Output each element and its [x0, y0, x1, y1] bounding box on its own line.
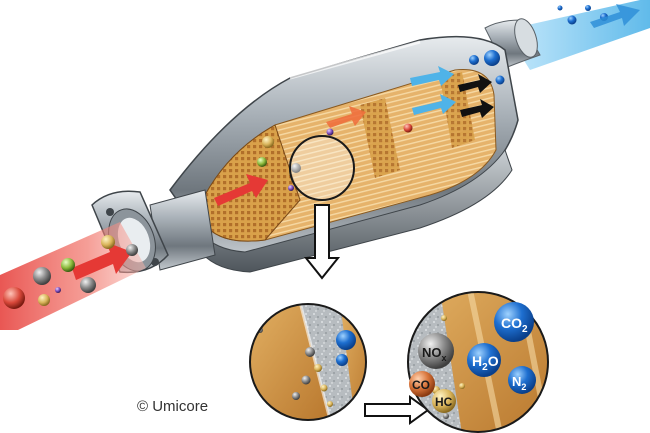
svg-text:H2O: H2O: [472, 353, 499, 373]
co-molecule: CO: [409, 371, 435, 397]
h2o-molecule: H2O: [467, 343, 501, 377]
inlet-flow-arrow: [72, 242, 132, 280]
svg-text:NOx: NOx: [422, 345, 447, 363]
internal-flow-arrows: [214, 66, 494, 206]
zoom-circle-channels: [249, 303, 367, 421]
outlet-flow-arrow: [590, 4, 640, 28]
n2-molecule: N2: [508, 366, 536, 394]
co2-molecule: CO2: [494, 302, 534, 342]
internal-gas-particles: [257, 50, 505, 191]
inlet-flange: [91, 189, 216, 274]
svg-text:CO: CO: [412, 378, 430, 392]
magnifier-lens: [289, 135, 355, 201]
zoom-down-arrow: [303, 204, 341, 280]
hc-molecule: HC: [432, 389, 456, 413]
zoom-right-arrow: [364, 395, 430, 425]
svg-text:CO2: CO2: [501, 315, 528, 335]
svg-text:HC: HC: [435, 395, 453, 409]
nox-molecule: NOx: [418, 333, 454, 369]
svg-text:N2: N2: [512, 374, 526, 392]
raw-exhaust-particles: [3, 235, 138, 309]
copyright-credit: © Umicore: [137, 398, 209, 415]
inlet-pipe: [0, 222, 146, 330]
